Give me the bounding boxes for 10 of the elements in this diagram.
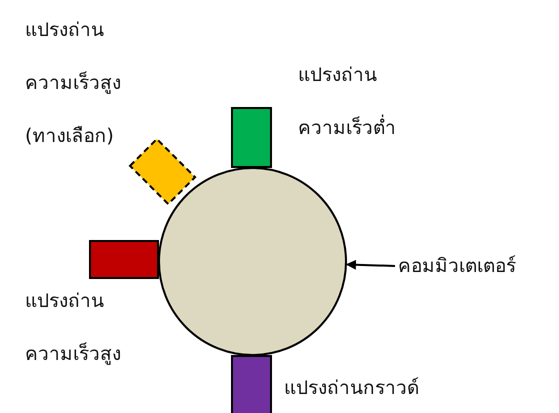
- brush-label: แปรงถ่านกราวด์: [284, 376, 419, 401]
- brush-label: แปรงถ่าน ความเร็วต่ำ: [298, 63, 396, 141]
- brush-block: [231, 107, 272, 168]
- part-label: คอมมิวเตเตอร์: [398, 247, 559, 285]
- brush-label: แปรงถ่าน ความเร็วสูง (ทางเลือก): [25, 18, 121, 149]
- arrow: [346, 260, 396, 270]
- brush-block: [128, 137, 198, 207]
- brush-label: แปรงถ่าน ความเร็วสูง: [25, 289, 121, 367]
- brush-block: [89, 240, 159, 279]
- brush-block: [231, 355, 272, 413]
